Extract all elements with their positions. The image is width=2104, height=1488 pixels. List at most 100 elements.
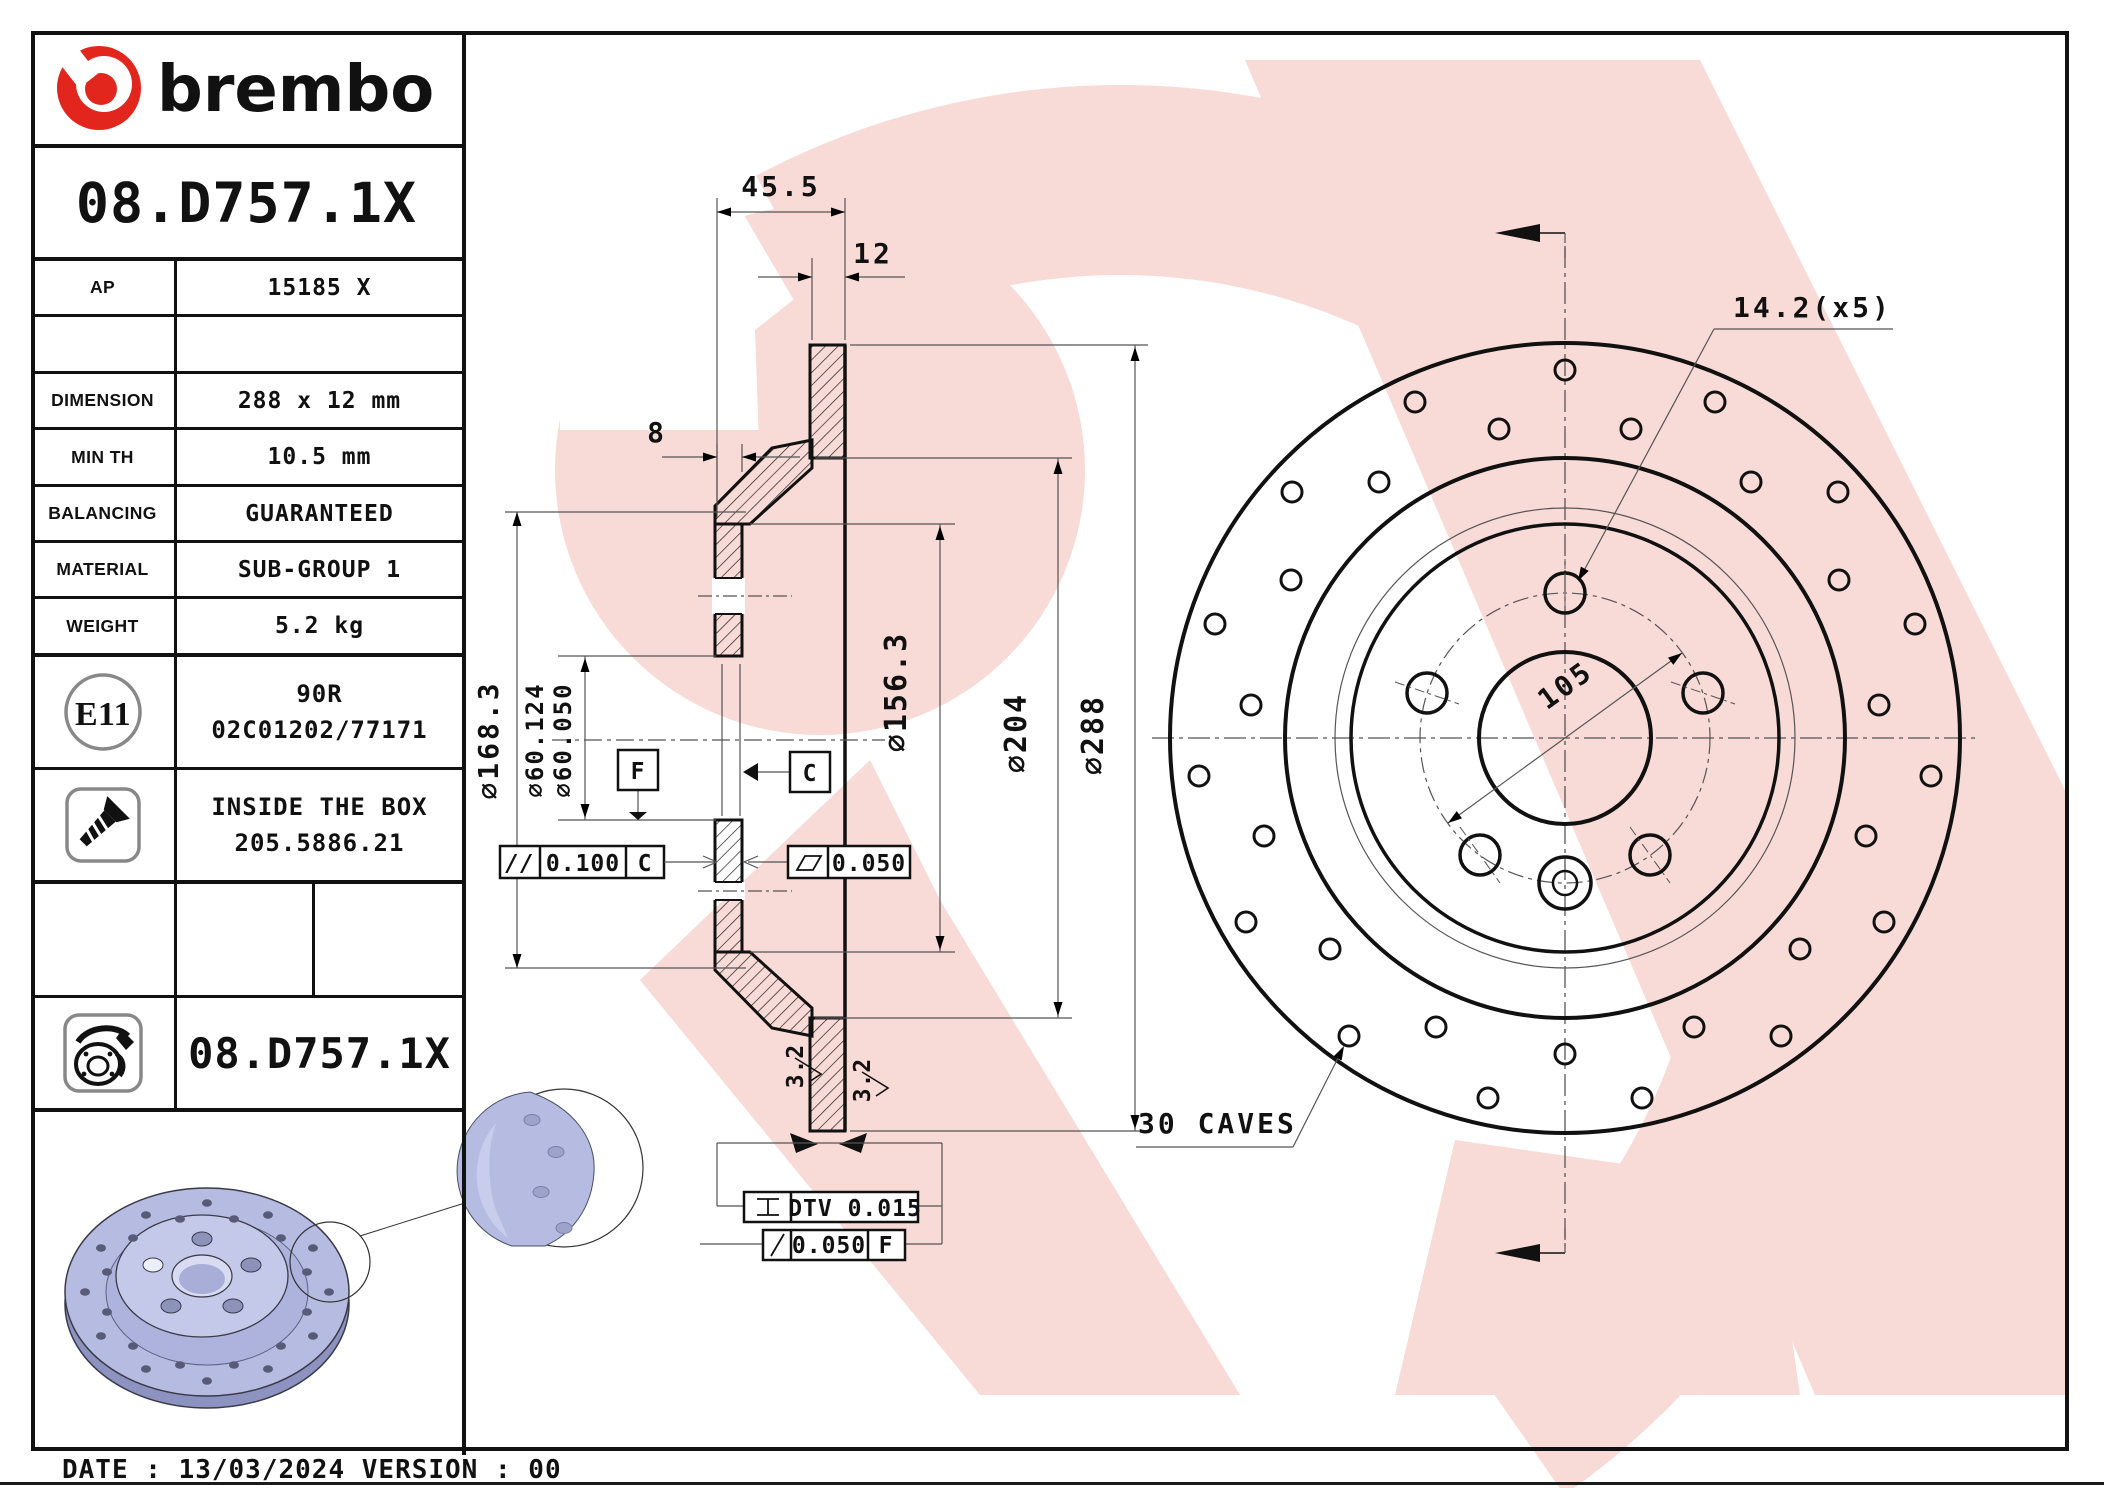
table-row: WEIGHT 5.2 kg [31, 599, 462, 657]
runout-datum: F [879, 1233, 894, 1259]
braking-surface-callout [700, 1133, 943, 1245]
bolt-circle [1419, 592, 1711, 884]
datum-c-label: C [803, 761, 818, 787]
roughness-symbol [794, 1057, 823, 1083]
inside-box-line2: 205.5886.21 [234, 829, 405, 857]
table-row: MATERIAL SUB-GROUP 1 [31, 543, 462, 599]
cross-section-view: 45.5 12 8 ⌀168.3 [472, 170, 1148, 1262]
homologation-row: E11 90R 02C01202/77171 [31, 657, 462, 770]
brembo-logo-icon [50, 36, 141, 130]
dim-flange-od: ⌀168.3 [472, 680, 505, 799]
parallelism-tolerance-frame: // 0.100 C [498, 844, 718, 880]
footer-date-version: DATE : 13/03/2024 VERSION : 00 [62, 1455, 562, 1485]
row-label: AP [31, 261, 177, 314]
runout-value: 0.050 [792, 1233, 866, 1259]
flatness-tolerance-frame: 0.050 [743, 844, 912, 880]
brembo-logo: brembo [31, 31, 462, 144]
dim-band-thickness: 12 [853, 237, 893, 270]
screw-icon [64, 787, 141, 863]
disc-row-part-number: 08.D757.1X [188, 1028, 451, 1078]
dim-bore-min: ⌀60.050 [549, 682, 577, 797]
table-row [31, 317, 462, 374]
front-view: 105 14.2(x5) 30 CAVES [1136, 224, 1978, 1262]
runout-icon [770, 1233, 785, 1257]
dim-bore-max: ⌀60.124 [521, 682, 549, 797]
flatness-icon [795, 855, 823, 871]
inside-box-line1: INSIDE THE BOX [211, 793, 428, 821]
row-label: MIN TH [31, 430, 177, 484]
table-row: AP 15185 X [31, 261, 462, 317]
band-inner-circle [1283, 456, 1847, 1020]
row-value: 15185 X [267, 274, 372, 301]
roughness-symbol [861, 1071, 890, 1097]
dim-total-width: 45.5 [741, 170, 820, 203]
cross-drill-holes-outer-ring [1187, 358, 1943, 1110]
roughness-mark-left: 3.2 [783, 1044, 823, 1089]
dim-hat-od: ⌀156.3 [879, 632, 914, 752]
render-bolt-holes [142, 1231, 262, 1314]
bolt-hole-callout: 14.2(x5) [1574, 291, 1893, 584]
dtv-value: DTV 0.015 [788, 1196, 922, 1222]
datum-f: F [616, 748, 660, 820]
section-cut-arrow-bottom [1495, 1226, 1566, 1262]
row-label [31, 317, 177, 371]
e11-badge-icon: E11 [63, 673, 142, 751]
roughness-mark-right: 3.2 [850, 1058, 890, 1103]
sheet-frame [31, 31, 2069, 1451]
runout-tolerance-frame: 0.050 F [761, 1228, 907, 1262]
table-row: MIN TH 10.5 mm [31, 430, 462, 487]
table-row: BALANCING GUARANTEED [31, 487, 462, 543]
homologation-line1: 90R [296, 680, 343, 708]
disc-part-row: 08.D757.1X [31, 998, 462, 1112]
empty-split-row [31, 884, 462, 998]
row-label: WEIGHT [31, 599, 177, 653]
row-value: 10.5 mm [267, 444, 372, 470]
flatness-value: 0.050 [832, 851, 906, 877]
brembo-watermark [555, 60, 2065, 1488]
caves-callout: 30 CAVES [1136, 1043, 1349, 1148]
row-label: MATERIAL [31, 543, 177, 596]
logo-row: brembo [31, 31, 462, 148]
parallelism-icon: // [505, 851, 535, 877]
locating-pin-hole [1537, 855, 1593, 911]
parallelism-value: 0.100 [546, 851, 620, 877]
row-value: SUB-GROUP 1 [237, 556, 402, 583]
caves-note: 30 CAVES [1138, 1107, 1297, 1140]
part-number-row: 08.D757.1X [31, 148, 462, 261]
dim-hat-wall: 8 [647, 416, 667, 449]
roughness-left-value: 3.2 [783, 1044, 809, 1089]
dim-band-id: ⌀204 [999, 693, 1034, 773]
inside-box-row: INSIDE THE BOX 205.5886.21 [31, 770, 462, 884]
table-row: DIMENSION 288 x 12 mm [31, 374, 462, 430]
row-value: 5.2 kg [274, 613, 365, 639]
dim-disc-od: ⌀288 [1076, 695, 1111, 775]
flange-od-circle [1334, 507, 1796, 969]
e11-badge-label: E11 [74, 696, 130, 733]
cross-drill-holes-inner-ring [1239, 417, 1891, 1066]
parallelism-datum: C [638, 851, 653, 877]
row-label: DIMENSION [31, 374, 177, 427]
center-bore-circle [1477, 650, 1653, 826]
dtv-tolerance-frame: DTV 0.015 [742, 1190, 922, 1224]
disc-outer-circle [1168, 341, 1962, 1135]
brake-disc-icon [62, 1013, 143, 1093]
datum-f-label: F [631, 759, 646, 785]
section-cut-arrow-top [1495, 224, 1566, 262]
datum-c: C [743, 750, 832, 794]
detail-magnified-view [456, 1088, 644, 1248]
roughness-right-value: 3.2 [850, 1058, 876, 1103]
dtv-icon [757, 1198, 779, 1216]
sheet-bottom-rule [0, 1482, 2104, 1485]
detail-circle [289, 1221, 371, 1303]
spec-table: brembo 08.D757.1X AP 15185 X DIMENSION 2… [31, 31, 466, 1455]
row-value: 288 x 12 mm [237, 387, 402, 414]
row-label: BALANCING [31, 487, 177, 540]
hat-od-circle [1349, 522, 1781, 954]
dim-bolt-hole: 14.2(x5) [1733, 291, 1892, 324]
part-number: 08.D757.1X [75, 170, 418, 235]
disc-3d-render [64, 1088, 644, 1409]
render-drill-holes [80, 1199, 334, 1385]
brand-wordmark: brembo [157, 53, 434, 127]
